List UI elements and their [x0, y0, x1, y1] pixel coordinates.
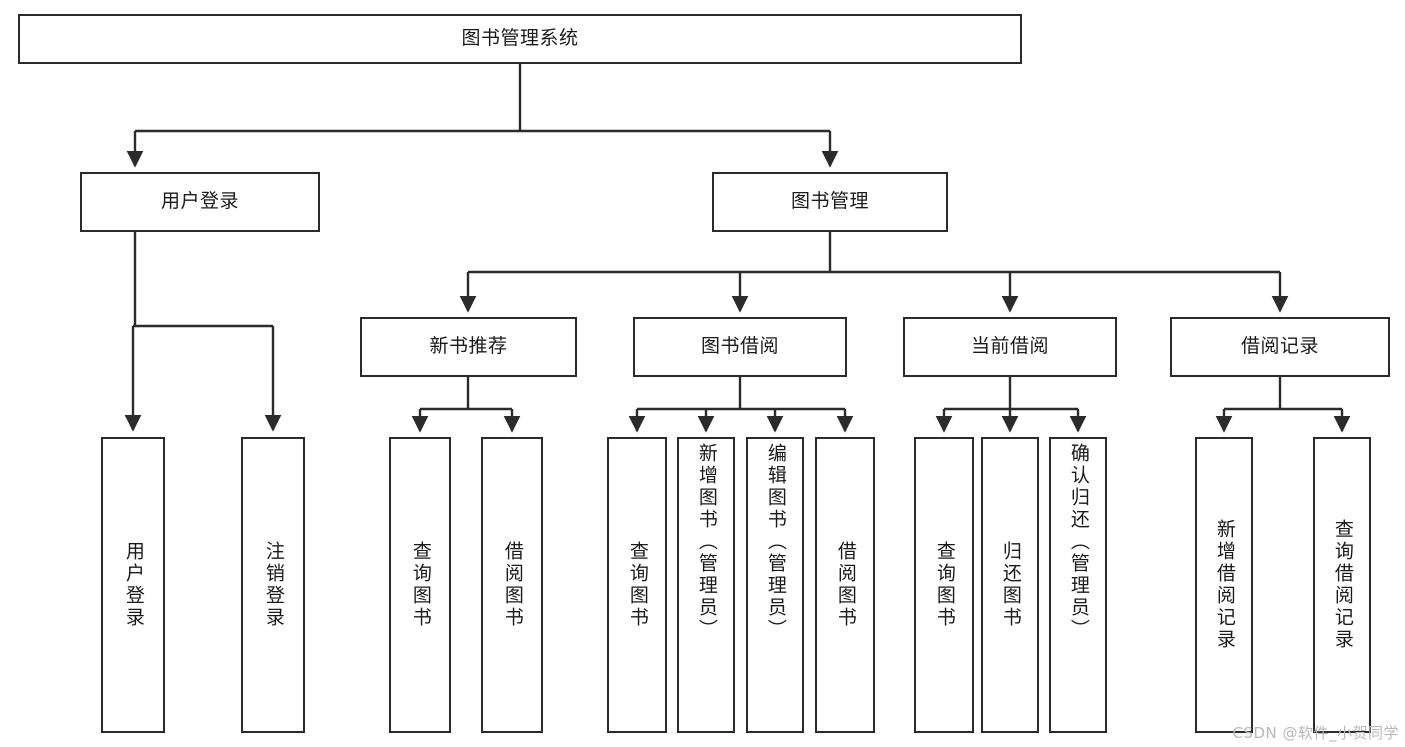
node-leaf-edit-book-label: 编辑图书（管理员）: [764, 443, 787, 641]
node-current-borrow[interactable]: 当前借阅: [903, 317, 1117, 377]
node-borrow-record-label: 借阅记录: [1240, 335, 1319, 358]
node-root-label: 图书管理系统: [461, 27, 579, 50]
node-root[interactable]: 图书管理系统: [18, 14, 1022, 64]
node-new-book-rec[interactable]: 新书推荐: [360, 317, 577, 377]
node-leaf-confirm-return-label: 确认归还（管理员）: [1067, 443, 1090, 641]
node-leaf-borrow-book-2[interactable]: 借阅图书: [815, 437, 875, 733]
node-leaf-query-book-2[interactable]: 查询图书: [607, 437, 667, 733]
node-leaf-return-book-label: 归还图书: [999, 541, 1022, 629]
node-user-login[interactable]: 用户登录: [80, 172, 320, 232]
node-leaf-query-book-1[interactable]: 查询图书: [389, 437, 451, 733]
node-leaf-add-record-label: 新增借阅记录: [1213, 519, 1236, 651]
node-user-login-label: 用户登录: [160, 190, 239, 213]
node-leaf-confirm-return[interactable]: 确认归还（管理员）: [1049, 437, 1107, 733]
node-leaf-return-book[interactable]: 归还图书: [981, 437, 1039, 733]
node-book-manage[interactable]: 图书管理: [712, 172, 948, 232]
node-current-borrow-label: 当前借阅: [970, 335, 1049, 358]
node-book-manage-label: 图书管理: [790, 190, 869, 213]
node-leaf-add-book-label: 新增图书（管理员）: [695, 443, 718, 641]
node-new-book-rec-label: 新书推荐: [429, 335, 508, 358]
node-leaf-logout-label: 注销登录: [262, 541, 285, 629]
node-leaf-user-login[interactable]: 用户登录: [101, 437, 165, 733]
node-leaf-query-record[interactable]: 查询借阅记录: [1313, 437, 1371, 733]
node-borrow-record[interactable]: 借阅记录: [1170, 317, 1390, 377]
node-leaf-borrow-book-2-label: 借阅图书: [834, 541, 857, 629]
node-leaf-edit-book[interactable]: 编辑图书（管理员）: [746, 437, 804, 733]
node-leaf-query-book-3-label: 查询图书: [933, 541, 956, 629]
node-book-borrow[interactable]: 图书借阅: [633, 317, 847, 377]
node-leaf-query-book-1-label: 查询图书: [409, 541, 432, 629]
node-leaf-query-book-2-label: 查询图书: [626, 541, 649, 629]
node-leaf-query-book-3[interactable]: 查询图书: [914, 437, 974, 733]
node-book-borrow-label: 图书借阅: [700, 335, 779, 358]
node-leaf-add-book[interactable]: 新增图书（管理员）: [677, 437, 735, 733]
node-leaf-logout[interactable]: 注销登录: [241, 437, 305, 733]
node-leaf-user-login-label: 用户登录: [122, 541, 145, 629]
node-leaf-query-record-label: 查询借阅记录: [1331, 519, 1354, 651]
node-leaf-borrow-book-1[interactable]: 借阅图书: [481, 437, 543, 733]
node-leaf-add-record[interactable]: 新增借阅记录: [1195, 437, 1253, 733]
node-leaf-borrow-book-1-label: 借阅图书: [501, 541, 524, 629]
